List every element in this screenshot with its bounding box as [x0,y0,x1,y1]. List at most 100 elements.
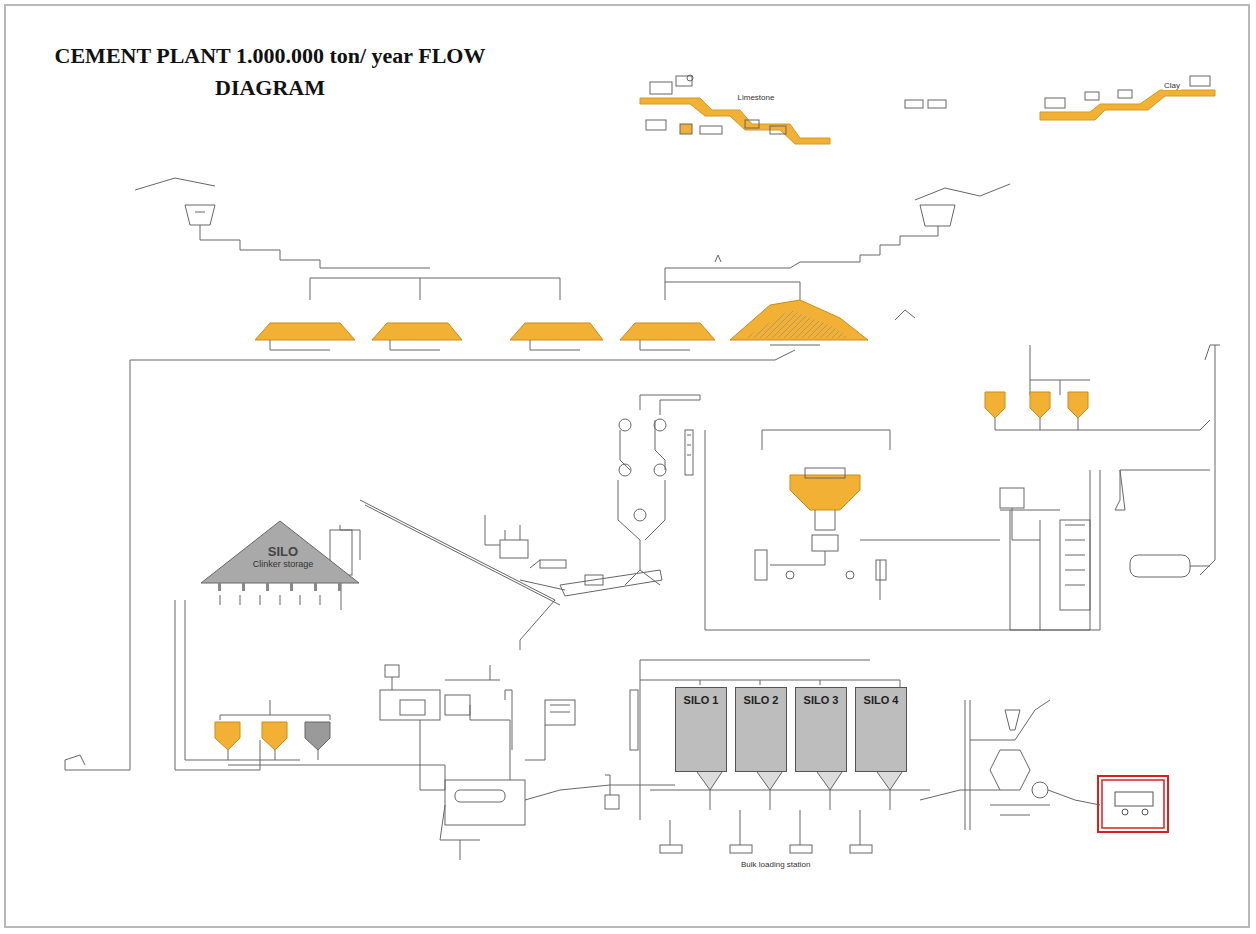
quarry-label: Limestone [726,86,786,104]
plant-drawing-part [618,480,665,540]
page-frame [4,4,1250,928]
plant-drawing-part [620,420,665,470]
node-text: Clay [1163,81,1181,90]
plant-drawing-part [730,845,752,853]
plant-drawing-part [1040,418,1041,430]
plant-drawing-part [1120,470,1210,471]
storage-outlet [218,583,221,591]
plant-drawing-part [860,540,1000,541]
plant-drawing-part [990,750,1030,790]
plant-drawing-part [625,540,660,585]
node-text: Limestone [737,93,776,102]
plant-drawing-part [1030,392,1050,418]
plant-drawing-part [1078,418,1079,430]
plant-drawing-part [705,430,706,630]
plant-drawing-part [460,840,461,860]
plant-drawing-part [1142,809,1148,815]
plant-drawing-part [700,680,820,685]
plant-drawing-part [365,505,560,605]
plant-drawing-part [786,571,794,579]
plant-drawing-part [445,680,500,681]
plant-drawing-part [390,340,440,350]
plant-drawing-part [646,120,666,130]
plant-drawing-part [1000,488,1024,508]
plant-drawing-part [255,323,355,340]
plant-drawing-part [420,720,445,790]
plant-drawing-part [1118,90,1132,98]
plant-drawing-part [619,419,631,431]
plant-drawing-part [745,310,850,338]
plant-drawing-part [505,690,512,750]
plant-drawing-part [640,98,830,144]
plant-drawing-part [262,722,287,750]
plant-drawing-part [850,845,872,853]
plant-drawing-part [680,124,692,134]
plant-drawing-part [755,550,767,580]
plant-drawing-part [1030,345,1090,380]
plant-drawing-part [928,100,946,108]
clinker-storage: SILOClinker storage [200,520,366,595]
plant-drawing-part [710,790,890,810]
plant-drawing-part [650,790,930,791]
cement-silo: SILO 3 [795,687,847,772]
plant-drawing-part [1205,345,1220,360]
plant-drawing-part [200,225,430,268]
plant-drawing-part [1048,790,1100,805]
plant-drawing-part [670,810,860,845]
plant-drawing-part [730,300,868,340]
storage-outlet [338,583,341,591]
plant-drawing-part [560,570,662,596]
cement-silo: SILO 1 [675,687,727,772]
plant-drawing-part [770,345,820,346]
plant-drawing-part [1098,776,1168,832]
plant-drawing-part [619,464,631,476]
plant-drawing-part [1115,792,1153,806]
plant-drawing-part [215,722,240,750]
node-text: SILO 2 [736,688,786,706]
plant-drawing-part [65,75,1220,860]
plant-drawing-part [1115,470,1125,510]
plant-drawing-part [665,282,800,300]
plant-drawing-part [812,535,838,551]
plant-drawing-part [846,571,854,579]
storage-outlet [314,583,317,591]
plant-drawing-part [640,395,700,415]
plant-drawing-part [1190,76,1210,86]
node-text: SILO 1 [676,688,726,706]
plant-drawing-part [697,772,902,790]
plant-drawing-part [220,595,320,605]
plant-drawing-part [1065,525,1085,585]
plant-drawing-part [1130,555,1190,577]
plant-drawing-part [815,510,835,530]
plant-drawing-part [920,790,1000,800]
plant-drawing-part [360,500,555,650]
plant-drawing-part [770,551,825,565]
plant-drawing-part [676,76,692,86]
plant-drawing-part [392,677,393,690]
plant-drawing-part [995,418,1210,430]
plant-drawing-part [790,845,812,853]
plant-drawing-part [1068,392,1088,418]
plant-drawing-part [620,323,715,340]
plant-drawing-part [660,845,682,853]
plant-drawing-part [270,340,330,350]
plant-drawing-part [455,790,505,802]
plant-drawing-part [540,560,566,568]
plant-drawing-part [920,205,955,226]
plant-drawing-part [585,575,603,585]
plant-drawing-part [1060,520,1090,610]
plant-drawing-part [634,509,646,521]
plant-drawing-part [185,600,300,760]
plant-drawing-part [195,212,205,213]
node-text: SILO [200,544,366,559]
storage-outlet [290,583,293,591]
plant-drawing-part [65,755,85,770]
storage-outlet [266,583,269,591]
plant-drawing-part [372,323,462,340]
plant-drawing-part [175,600,260,770]
plant-drawing-part [510,323,603,340]
plant-drawing-part [715,255,721,262]
plant-drawing-part [1100,470,1101,630]
